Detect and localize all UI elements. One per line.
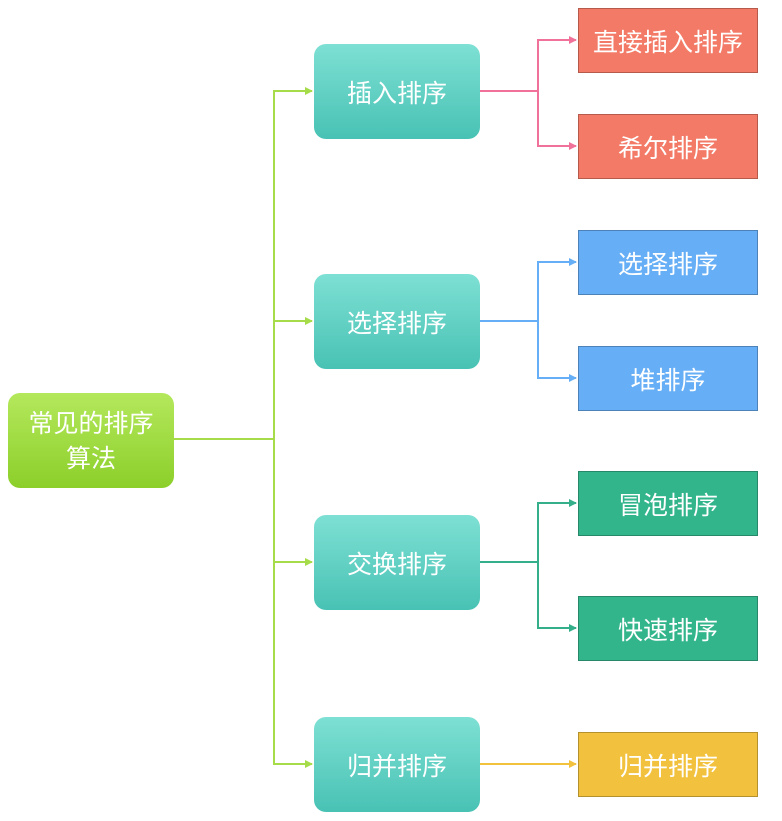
category-selection-sort[interactable]: 选择排序 (314, 274, 480, 369)
connector-shell (537, 91, 577, 150)
connector-direct-insertion (480, 36, 577, 92)
category-merge-sort[interactable]: 归并排序 (314, 717, 480, 812)
leaf-label: 选择排序 (617, 249, 718, 279)
category-label: 选择排序 (346, 308, 447, 338)
leaf-label: 希尔排序 (617, 133, 718, 163)
connector-quick (537, 562, 577, 632)
root-connector-merge (273, 439, 313, 768)
leaf-label: 直接插入排序 (592, 27, 743, 57)
exchange-connectors (480, 499, 577, 632)
leaf-label: 快速排序 (617, 615, 718, 645)
leaf-shell-sort[interactable]: 希尔排序 (578, 114, 758, 179)
leaf-label: 归并排序 (617, 751, 718, 781)
leaf-quick-sort[interactable]: 快速排序 (578, 596, 758, 661)
root-connector-exchange (273, 439, 313, 566)
root-connector-selection (273, 317, 313, 439)
connector-selection-leaf (480, 258, 577, 322)
category-exchange-sort[interactable]: 交换排序 (314, 515, 480, 610)
leaf-direct-insertion-sort[interactable]: 直接插入排序 (578, 8, 758, 73)
connector-heap (537, 321, 577, 382)
leaf-selection-sort[interactable]: 选择排序 (578, 230, 758, 295)
category-label: 交换排序 (346, 549, 447, 579)
category-label: 插入排序 (346, 78, 447, 108)
category-insertion-sort[interactable]: 插入排序 (314, 44, 480, 139)
root-connectors (174, 87, 313, 768)
leaf-merge-sort[interactable]: 归并排序 (578, 732, 758, 797)
leaf-bubble-sort[interactable]: 冒泡排序 (578, 471, 758, 536)
category-label: 归并排序 (346, 751, 447, 781)
connector-bubble (480, 499, 577, 563)
leaf-heap-sort[interactable]: 堆排序 (578, 346, 758, 411)
leaf-label: 堆排序 (630, 365, 706, 395)
insertion-connectors (480, 36, 577, 150)
root-connector-insertion (174, 87, 313, 440)
leaf-label: 冒泡排序 (617, 490, 718, 520)
selection-connectors (480, 258, 577, 382)
root-node[interactable]: 常见的排序算法 (8, 393, 174, 488)
root-label: 常见的排序算法 (28, 408, 154, 473)
